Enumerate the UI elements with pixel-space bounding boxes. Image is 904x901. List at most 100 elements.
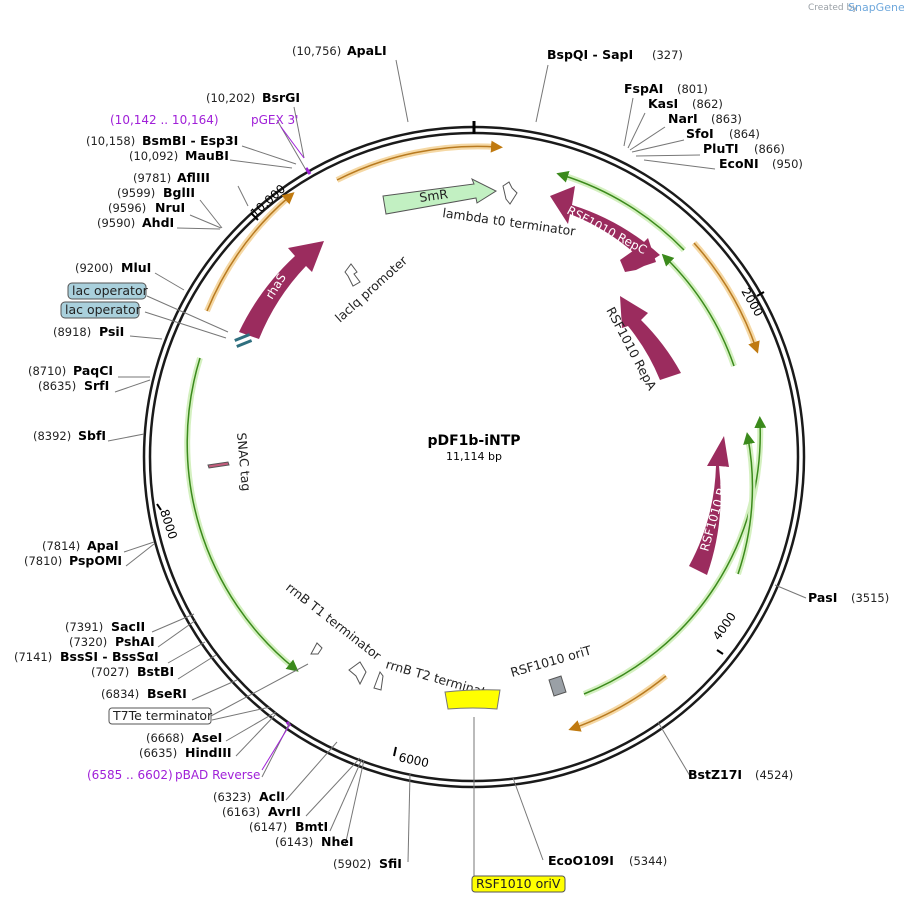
site-bglii[interactable]: (9599)BglII bbox=[117, 185, 195, 200]
tick-label: 4000 bbox=[710, 610, 739, 643]
site-position: (6147) bbox=[249, 820, 287, 834]
site-name: PaqCI bbox=[73, 363, 113, 378]
site-name: PshAI bbox=[115, 634, 155, 649]
site-position: (10,092) bbox=[129, 149, 178, 163]
site-position: (7391) bbox=[65, 620, 103, 634]
site-name: BssSI - BssSαI bbox=[60, 649, 159, 664]
primer-name: pBAD Reverse bbox=[175, 768, 260, 782]
rrnb-t1-label: rrnB T1 terminator bbox=[283, 580, 385, 664]
site-position: (6668) bbox=[146, 731, 184, 745]
site-position: (866) bbox=[754, 142, 785, 156]
primer-label-pbad[interactable]: (6585 .. 6602) pBAD Reverse bbox=[87, 768, 260, 782]
site-bsmbi-esp3i[interactable]: (10,158)BsmBI - Esp3I bbox=[86, 133, 238, 148]
site-asei[interactable]: (6668) AseI bbox=[146, 730, 222, 745]
site-position: (8635) bbox=[38, 379, 76, 393]
snapgene-logo: SnapGene bbox=[848, 1, 904, 14]
rrnb-t1-icon bbox=[310, 642, 323, 655]
site-ahdi[interactable]: (9590)AhdI bbox=[97, 215, 174, 230]
site-position: (4524) bbox=[755, 768, 793, 782]
site-name: BspQI - SapI bbox=[547, 47, 633, 62]
site-paqci[interactable]: (8710)PaqCI bbox=[28, 363, 113, 378]
lac-operator-mark bbox=[236, 339, 253, 348]
site-position: (8392) bbox=[33, 429, 71, 443]
site-position: (862) bbox=[692, 97, 723, 111]
site-pspomi[interactable]: (7810)PspOMI bbox=[24, 553, 122, 568]
site-name: AseI bbox=[192, 730, 222, 745]
lac-operator-label-1[interactable]: lac operator bbox=[67, 282, 149, 300]
site-name: AflIII bbox=[177, 170, 210, 185]
site-position: (6163) bbox=[222, 805, 260, 819]
t7te-terminator-label[interactable]: T7Te terminator bbox=[108, 707, 213, 725]
site-position: (327) bbox=[652, 48, 683, 62]
tick-label: 6000 bbox=[397, 750, 430, 770]
site-position: (3515) bbox=[851, 591, 889, 605]
laciq-promoter-icon bbox=[344, 263, 361, 287]
site-bsssi-bsssai[interactable]: (7141)BssSI - BssSαI bbox=[14, 649, 159, 664]
site-name: MauBI bbox=[185, 148, 229, 163]
site-sbfi[interactable]: (8392) SbfI bbox=[33, 428, 106, 443]
leader-lines bbox=[107, 59, 807, 876]
site-sacii[interactable]: (7391)SacII bbox=[65, 619, 145, 634]
site-nari[interactable]: NarI(863) bbox=[668, 111, 742, 126]
site-avrii[interactable]: (6163)AvrII bbox=[222, 804, 301, 819]
site-name: SfiI bbox=[379, 856, 402, 871]
site-position: (9599) bbox=[117, 186, 155, 200]
site-position: (7027) bbox=[91, 665, 129, 679]
site-srfi[interactable]: (8635)SrfI bbox=[38, 378, 109, 393]
site-aflIII[interactable]: (9781) AflIII bbox=[133, 170, 210, 185]
site-name: PasI bbox=[808, 590, 837, 605]
rsf1010-repa-arrow bbox=[620, 296, 681, 380]
site-kasi[interactable]: KasI (862) bbox=[648, 96, 723, 111]
site-bstbi[interactable]: (7027)BstBI bbox=[91, 664, 174, 679]
site-bstz17i[interactable]: BstZ17I(4524) bbox=[688, 767, 793, 782]
site-bsrgi[interactable]: (10,202)BsrGI bbox=[206, 90, 300, 105]
site-name: SbfI bbox=[78, 428, 106, 443]
site-position: (7320) bbox=[69, 635, 107, 649]
site-apali[interactable]: (10,756)ApaLI bbox=[292, 43, 387, 58]
lac-operator-mark bbox=[234, 333, 251, 342]
site-econi[interactable]: EcoNI(950) bbox=[719, 156, 803, 171]
lac-operator-label-2[interactable]: lac operator bbox=[60, 301, 142, 319]
site-ecoo109i[interactable]: EcoO109I (5344) bbox=[548, 853, 667, 868]
site-pshai[interactable]: (7320) PshAI bbox=[69, 634, 155, 649]
site-apai[interactable]: (7814)ApaI bbox=[42, 538, 119, 553]
site-position: (864) bbox=[729, 127, 760, 141]
primer-label-pgex[interactable]: (10,142 .. 10,164) pGEX 3' bbox=[110, 113, 298, 127]
site-position: (5344) bbox=[629, 854, 667, 868]
site-acli[interactable]: (6323)AclI bbox=[213, 789, 285, 804]
site-hindiii[interactable]: (6635)HindIII bbox=[139, 745, 232, 760]
site-bseri[interactable]: (6834)BseRI bbox=[101, 686, 187, 701]
site-sfii[interactable]: (5902)SfiI bbox=[333, 856, 402, 871]
site-sfoi[interactable]: SfoI(864) bbox=[686, 126, 760, 141]
primer-leader-pgex bbox=[280, 126, 305, 159]
site-pluti[interactable]: PluTI(866) bbox=[703, 141, 785, 156]
rsf1010-oriv-label[interactable]: RSF1010 oriV bbox=[471, 875, 566, 893]
site-name: KasI bbox=[648, 96, 678, 111]
site-position: (6143) bbox=[275, 835, 313, 849]
site-bmti[interactable]: (6147)BmtI bbox=[249, 819, 328, 834]
site-psii[interactable]: (8918)PsiI bbox=[53, 324, 124, 339]
primer-range: (10,142 .. 10,164) bbox=[110, 113, 219, 127]
t7te-terminator-text: T7Te terminator bbox=[112, 708, 213, 723]
site-nrui[interactable]: (9596)NruI bbox=[108, 200, 185, 215]
site-position: (6635) bbox=[139, 746, 177, 760]
primer-leader-pbad bbox=[261, 725, 290, 771]
site-name: EcoO109I bbox=[548, 853, 614, 868]
primer-name: pGEX 3' bbox=[251, 113, 298, 127]
site-bspqi-sapi[interactable]: BspQI - SapI (327) bbox=[547, 47, 683, 62]
rrnb-t2-icon-a bbox=[348, 661, 367, 686]
smr-marker bbox=[382, 177, 498, 215]
rsf1010-repc-body bbox=[550, 186, 660, 264]
site-name: ApaI bbox=[87, 538, 119, 553]
site-fspai[interactable]: FspAI(801) bbox=[624, 81, 708, 96]
site-mlui[interactable]: (9200)MluI bbox=[75, 260, 151, 275]
created-by-text: Created by bbox=[808, 3, 858, 13]
orf-arcs-orange bbox=[204, 140, 760, 732]
site-pasi[interactable]: PasI (3515) bbox=[808, 590, 889, 605]
site-position: (9590) bbox=[97, 216, 135, 230]
site-position: (9781) bbox=[133, 171, 171, 185]
site-nhei[interactable]: (6143)NheI bbox=[275, 834, 354, 849]
site-maubi[interactable]: (10,092) MauBI bbox=[129, 148, 229, 163]
site-name: NarI bbox=[668, 111, 698, 126]
